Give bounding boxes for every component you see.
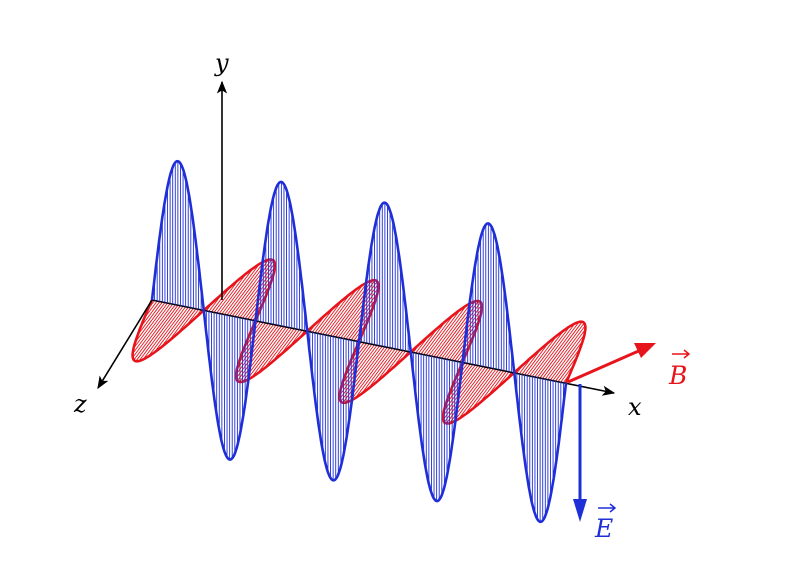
b-field-hatch-line bbox=[360, 348, 396, 395]
b-field-hatch-line bbox=[552, 340, 584, 381]
b-field-hatch-line bbox=[420, 320, 447, 355]
b-field-hatch-line bbox=[375, 349, 401, 383]
b-field-hatch-line bbox=[168, 308, 194, 342]
e-field-label: E bbox=[594, 503, 617, 543]
b-field-hatch-line bbox=[332, 280, 376, 337]
b-field-hatch-line bbox=[229, 259, 272, 316]
b-field-label: B bbox=[668, 349, 691, 390]
b-field-hatch-line bbox=[327, 281, 369, 336]
b-field-hatch-line bbox=[133, 304, 176, 361]
b-field-hatch-line bbox=[453, 368, 494, 423]
b-arrowhead-icon bbox=[634, 343, 656, 358]
b-field-hatch-line bbox=[446, 367, 489, 424]
b-label-vector-icon bbox=[672, 349, 691, 359]
b-field-hatch-line bbox=[349, 347, 391, 402]
b-field-hatch-line bbox=[264, 328, 295, 369]
b-field-hatch-line bbox=[160, 307, 192, 348]
b-field-hatch-line bbox=[322, 288, 358, 335]
b-field-hatch-line bbox=[534, 323, 576, 378]
b-field-hatch-line bbox=[134, 302, 166, 343]
b-field-hatch-line bbox=[153, 306, 189, 353]
b-field-hatch-line bbox=[550, 334, 585, 381]
b-vector-arrow bbox=[567, 344, 651, 384]
b-field-hatch-line bbox=[224, 260, 265, 315]
electric-field-wave bbox=[150, 159, 568, 524]
b-field-hatch-line bbox=[239, 325, 282, 383]
b-field-hatch-line bbox=[526, 335, 558, 376]
b-field-hatch-line bbox=[423, 314, 454, 355]
x-axis-label: x bbox=[628, 393, 642, 421]
b-field-hatch-line bbox=[221, 263, 260, 315]
e-label-text: E bbox=[594, 514, 613, 543]
z-axis bbox=[97, 299, 153, 390]
b-field-hatch-line bbox=[137, 301, 163, 336]
b-field-hatch-line bbox=[367, 349, 399, 390]
e-arrowhead-icon bbox=[573, 499, 587, 522]
z-axis-label: z bbox=[73, 390, 87, 418]
b-field-hatch-line bbox=[319, 293, 351, 334]
b-field-hatch-line bbox=[537, 321, 580, 378]
y-axis-label: y bbox=[214, 49, 229, 77]
b-field-hatch-line bbox=[555, 347, 581, 382]
b-field-hatch-line bbox=[425, 309, 461, 356]
b-field-hatch-line bbox=[132, 303, 171, 354]
b-field-hatch-line bbox=[438, 302, 482, 358]
b-field-hatch-line bbox=[539, 321, 583, 379]
b-field-hatch-line bbox=[458, 368, 497, 420]
b-field-hatch-line bbox=[524, 341, 550, 375]
b-field-hatch-line bbox=[251, 327, 290, 378]
b-field-hatch-line bbox=[529, 330, 565, 377]
b-field-hatch-line bbox=[140, 301, 161, 328]
b-field-hatch-line bbox=[216, 273, 247, 314]
b-field-hatch-line bbox=[547, 329, 586, 380]
b-field-hatch-line bbox=[532, 326, 571, 377]
b-field-hatch-line bbox=[132, 303, 174, 358]
x-axis bbox=[151, 299, 616, 396]
b-field-hatch-line bbox=[557, 355, 578, 382]
b-field-hatch-line bbox=[147, 306, 186, 357]
b-field-hatch-line bbox=[231, 260, 275, 317]
b-field-hatch-line bbox=[142, 305, 184, 360]
b-field-hatch-line bbox=[271, 328, 298, 363]
b-label-text: B bbox=[668, 361, 687, 390]
b-field-hatch-line bbox=[443, 366, 487, 423]
e-field-curve bbox=[150, 159, 568, 524]
b-field-hatch-line bbox=[135, 304, 179, 362]
b-field-hatch-line bbox=[354, 347, 393, 399]
b-field-hatch-line bbox=[325, 284, 364, 336]
b-field-hatch-line bbox=[342, 346, 386, 403]
b-field-hatch-line bbox=[544, 325, 586, 380]
b-field-hatch-line bbox=[236, 325, 280, 381]
b-field-hatch-line bbox=[213, 279, 240, 313]
e-label-vector-icon bbox=[598, 503, 617, 513]
b-field-hatch-line bbox=[218, 267, 254, 314]
b-field-hatch-line bbox=[542, 322, 585, 379]
b-field-hatch-line bbox=[471, 369, 502, 410]
b-field-hatch-line bbox=[246, 326, 287, 381]
b-field-hatch-line bbox=[436, 300, 479, 358]
b-field-hatch-line bbox=[478, 370, 505, 404]
b-field-hatch-line bbox=[431, 302, 472, 357]
b-field-hatch-line bbox=[340, 345, 383, 402]
b-field-hatch-line bbox=[133, 302, 168, 349]
b-field-hatch-line bbox=[317, 300, 343, 334]
b-field-hatch-line bbox=[428, 305, 467, 356]
b-field-hatch-line bbox=[464, 369, 500, 416]
b-field-hatch-line bbox=[138, 305, 181, 362]
b-field-hatch-line bbox=[335, 281, 378, 338]
b-field-hatch-line bbox=[257, 327, 293, 374]
